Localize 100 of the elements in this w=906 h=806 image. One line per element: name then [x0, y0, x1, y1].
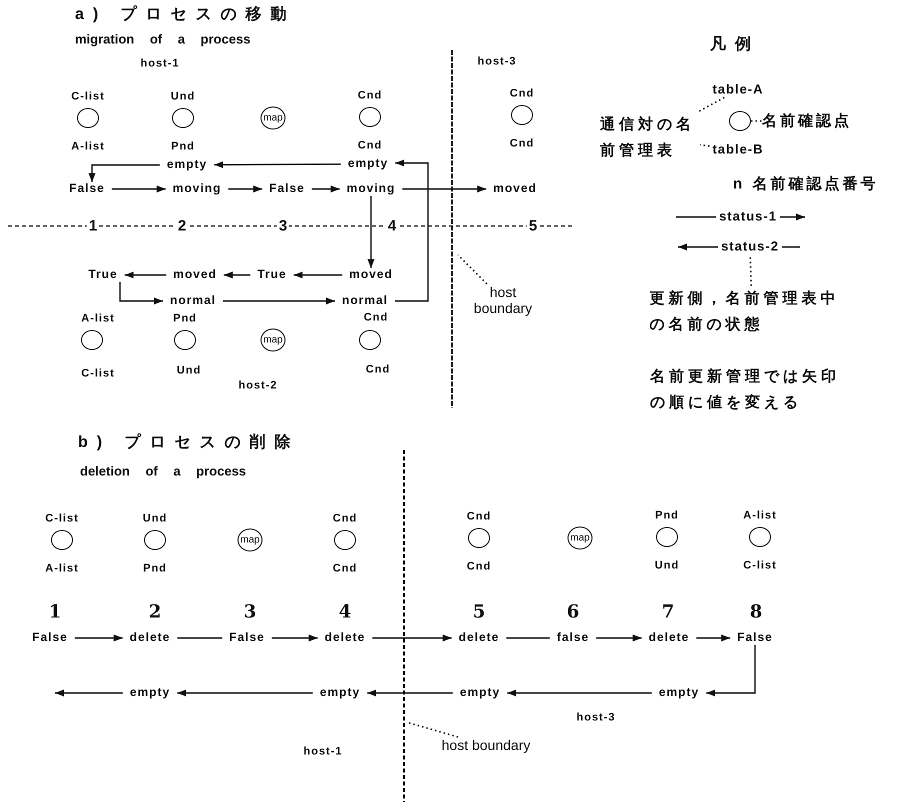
circle-label: Cnd: [510, 88, 534, 100]
arrow: [223, 298, 335, 304]
arrow: [780, 214, 805, 220]
state-label: False: [262, 182, 312, 196]
state-label: delete: [452, 631, 506, 645]
state-label: empty: [652, 686, 706, 700]
circle: [749, 527, 771, 547]
arrow: [74, 634, 123, 642]
legend-text: 更新側，名前管理表中の名前の状態: [650, 286, 854, 338]
arrow: [402, 186, 486, 192]
leader-line: [406, 721, 458, 738]
arrow: [119, 282, 163, 304]
arrow: [596, 634, 642, 642]
state-label: moved: [166, 268, 224, 282]
circle-label: Cnd: [358, 90, 382, 102]
circle-label: Pnd: [173, 312, 197, 326]
state-label: moved: [342, 268, 400, 282]
state-label: empty: [340, 157, 396, 171]
section-title: a) プロセスの移動: [75, 6, 296, 24]
map-circle: map: [238, 528, 262, 552]
legend-note: 名前更新管理では矢印の順に値を変える: [650, 366, 840, 413]
host-label: host-3: [478, 56, 516, 68]
point-number: 3: [244, 602, 256, 624]
state-label: False: [222, 631, 272, 645]
leader-line: [700, 144, 710, 147]
circle-label: Und: [654, 560, 680, 572]
map-circle: map: [260, 106, 286, 130]
arrow: [294, 272, 342, 278]
circle-label: Pnd: [655, 510, 679, 522]
legend-text: 名前確認点: [762, 112, 852, 130]
state-label: False: [730, 631, 780, 645]
circle: [172, 108, 194, 128]
legend-text: table-B: [709, 142, 767, 158]
arrow: [696, 634, 730, 642]
circle-label: Cnd: [466, 510, 492, 524]
state-label: normal: [163, 294, 223, 308]
arrow: [372, 634, 452, 642]
circle: [359, 330, 381, 350]
circle-label: Cnd: [466, 560, 492, 574]
state-label: False: [25, 631, 75, 645]
arrow: [228, 186, 262, 192]
host-label: host-1: [140, 58, 180, 70]
circle-label: Cnd: [366, 364, 390, 376]
connector-line: [177, 637, 222, 639]
state-label: empty: [122, 686, 178, 700]
state-label: moved: [486, 182, 544, 196]
circle-label: Cnd: [332, 512, 358, 526]
circle-label: Und: [176, 364, 202, 378]
state-label: empty: [452, 686, 508, 700]
point-number: 8: [750, 602, 762, 624]
circle: [144, 530, 166, 550]
circle-label: A-list: [743, 510, 777, 522]
circle-label: C-list: [71, 90, 105, 104]
legend-text: 通信対の名前管理表: [600, 112, 700, 164]
host-label: host-3: [576, 712, 616, 724]
circle: [359, 107, 381, 127]
circle: [51, 530, 73, 550]
circle: [77, 108, 99, 128]
state-label: moving: [340, 182, 402, 196]
circle: [81, 330, 103, 350]
arrow: [224, 272, 250, 278]
arrow: [367, 690, 453, 696]
circle-label: Cnd: [364, 312, 388, 324]
state-label: True: [250, 268, 294, 282]
host-label: host-2: [238, 380, 278, 392]
circle-label: A-list: [45, 562, 79, 576]
point-number: 5: [472, 602, 486, 624]
legend-text: status-1: [716, 210, 780, 224]
state-label: delete: [122, 631, 178, 645]
leader-line: [457, 254, 488, 284]
circle-label: Cnd: [332, 562, 358, 576]
point-number: 7: [662, 602, 674, 624]
connector-line: [506, 637, 550, 639]
circle-label: Pnd: [171, 140, 195, 154]
circle-label: A-list: [71, 140, 105, 154]
legend-text: n 名前確認点番号: [733, 175, 878, 193]
arrow: [55, 690, 123, 696]
leader-line: [698, 96, 725, 112]
circle: [174, 330, 196, 350]
boundary-label: host boundary: [421, 736, 551, 754]
circle-label: Und: [170, 90, 196, 104]
map-circle: map: [260, 328, 286, 352]
circle-label: C-list: [45, 512, 79, 526]
state-label: False: [62, 182, 112, 196]
leader-line: [751, 120, 762, 122]
arrow: [706, 644, 756, 696]
legend-text: table-A: [709, 82, 767, 98]
connector-line: [782, 246, 800, 248]
circle-label: C-list: [743, 560, 777, 572]
state-label: normal: [335, 294, 395, 308]
arrow: [678, 244, 718, 250]
state-label: delete: [318, 631, 372, 645]
arrow: [112, 186, 166, 192]
section-title: 凡例: [710, 36, 760, 54]
circle-label: Und: [142, 512, 168, 526]
state-label: delete: [642, 631, 696, 645]
state-label: moving: [166, 182, 228, 196]
map-circle: map: [568, 526, 592, 550]
host-label: host-1: [304, 746, 342, 758]
point-number: 4: [338, 602, 352, 624]
